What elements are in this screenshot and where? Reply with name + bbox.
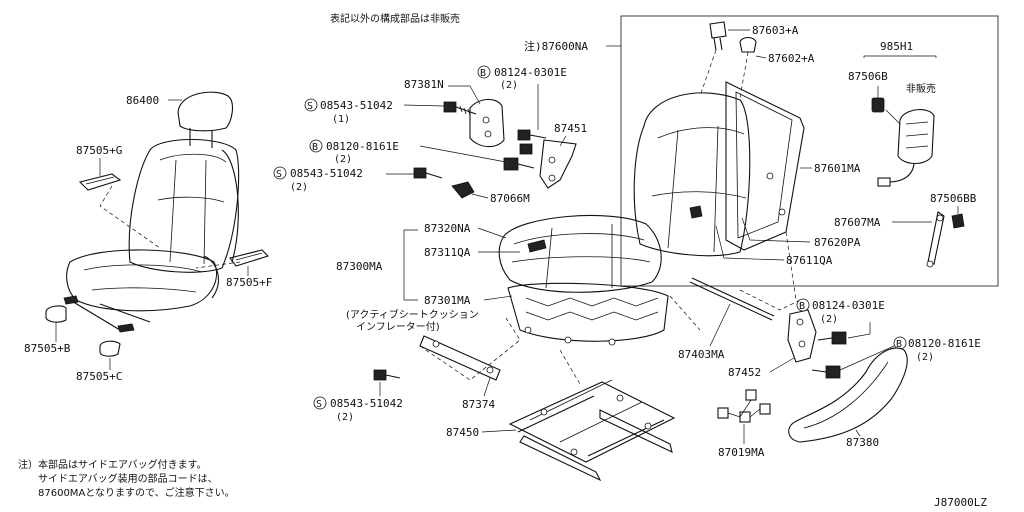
screw-08543c	[373, 369, 401, 381]
trim-cover-87505g	[78, 173, 122, 191]
trim-cover-87505f	[229, 249, 270, 267]
label-87311qa: 87311QA	[424, 246, 471, 259]
label-87380: 87380	[846, 436, 879, 449]
label-bolt-08120b: 08120-8161E	[908, 337, 981, 350]
clips-87019ma	[717, 389, 771, 423]
label-87506b: 87506B	[848, 70, 888, 83]
label-screw-08543c: 08543-51042	[330, 397, 403, 410]
label-87602a: 87602+A	[768, 52, 815, 65]
label-bolt-08124b: 08124-0301E	[812, 299, 885, 312]
label-87505c: 87505+C	[76, 370, 122, 383]
qty-bolt-08124a: (2)	[500, 80, 518, 91]
bolt-08124b	[817, 331, 847, 345]
bolt-08120a	[503, 157, 535, 171]
svg-text:B: B	[312, 142, 318, 153]
label-87620pa: 87620PA	[814, 236, 861, 249]
label-87505f: 87505+F	[226, 276, 272, 289]
svg-text:S: S	[276, 169, 282, 180]
label-inflator: インフレーター付)	[356, 320, 440, 333]
bracket-87374	[419, 335, 501, 381]
label-87600na: 注)87600NA	[524, 39, 588, 53]
label-985h1: 985H1	[880, 40, 913, 53]
qty-bolt-08124b: (2)	[820, 314, 838, 325]
svg-text:S: S	[307, 101, 313, 112]
label-bolt-08124a: 08124-0301E	[494, 66, 567, 79]
label-87601ma: 87601MA	[814, 162, 861, 175]
qty-screw-08543a: (1)	[332, 114, 350, 125]
label-screw-08543a: 08543-51042	[320, 99, 393, 112]
footnote-line-3: 87600MAとなりますので、ご注意下さい。	[38, 486, 235, 499]
rod-87403ma	[689, 277, 775, 321]
svg-text:S: S	[316, 399, 322, 410]
label-active-cushion: (アクティブシートクッション	[346, 308, 479, 321]
label-87505b: 87505+B	[24, 342, 71, 355]
label-87603a: 87603+A	[752, 24, 799, 37]
bolt-08120b	[811, 365, 841, 379]
label-87611qa: 87611QA	[786, 254, 833, 267]
label-87450: 87450	[446, 426, 479, 439]
qty-screw-08543b: (2)	[290, 182, 308, 193]
label-87300ma: 87300MA	[336, 260, 383, 273]
label-87320na: 87320NA	[424, 222, 471, 235]
label-87451: 87451	[554, 122, 587, 135]
label-screw-08543b: 08543-51042	[290, 167, 363, 180]
label-bolt-08120a: 08120-8161E	[326, 140, 399, 153]
side-airbag-module	[877, 109, 935, 187]
qty-bolt-08120a: (2)	[334, 154, 352, 165]
footnote-line-2: サイドエアバッグ装用の部品コードは、	[38, 472, 218, 485]
seat-cushion-assembly	[498, 214, 669, 346]
footnote-line-1: 注）本部品はサイドエアバッグ付きます。	[18, 458, 207, 471]
complete-seat-illustration	[63, 91, 241, 333]
headrest-guide-87603a	[709, 21, 727, 51]
label-87452: 87452	[728, 366, 761, 379]
svg-text:B: B	[480, 68, 486, 79]
screw-08543b	[413, 167, 443, 179]
label-87505g: 87505+G	[76, 144, 122, 157]
label-87019ma: 87019MA	[718, 446, 765, 459]
trim-cap-87505b	[45, 305, 67, 323]
screw-08543a	[443, 101, 477, 116]
side-finisher-87380	[788, 347, 908, 443]
qty-screw-08543c: (2)	[336, 412, 354, 423]
grommet-87506b	[871, 97, 885, 113]
headrest-guide-87602a	[739, 36, 757, 53]
label-87607ma: 87607MA	[834, 216, 881, 229]
seatback-assembly	[633, 81, 805, 257]
label-87381n: 87381N	[404, 78, 444, 91]
label-87403ma: 87403MA	[678, 348, 725, 361]
label-86400: 86400	[126, 94, 159, 107]
label-87374: 87374	[462, 398, 495, 411]
strap-87607ma	[926, 211, 945, 268]
header-note: 表記以外の構成部品は非販売	[330, 12, 460, 25]
seat-track-frame-87450	[508, 379, 676, 482]
bolt-08124a	[517, 129, 547, 155]
label-not-for-sale: 非販売	[906, 82, 936, 95]
diagram-id: J87000LZ	[934, 496, 987, 509]
bracket-cover-87381n	[469, 98, 505, 148]
label-87066m: 87066M	[490, 192, 530, 205]
clip-87066m	[451, 181, 475, 199]
svg-text:B: B	[799, 301, 805, 312]
label-87506bb: 87506BB	[930, 192, 977, 205]
seatback-group-box	[620, 15, 999, 287]
trim-cap-87505c	[99, 340, 121, 357]
label-87301ma: 87301MA	[424, 294, 471, 307]
recliner-87452	[787, 309, 817, 363]
svg-text:B: B	[896, 339, 902, 350]
qty-bolt-08120b: (2)	[916, 352, 934, 363]
bracket-87451	[539, 139, 577, 189]
clip-87506bb	[951, 213, 965, 229]
